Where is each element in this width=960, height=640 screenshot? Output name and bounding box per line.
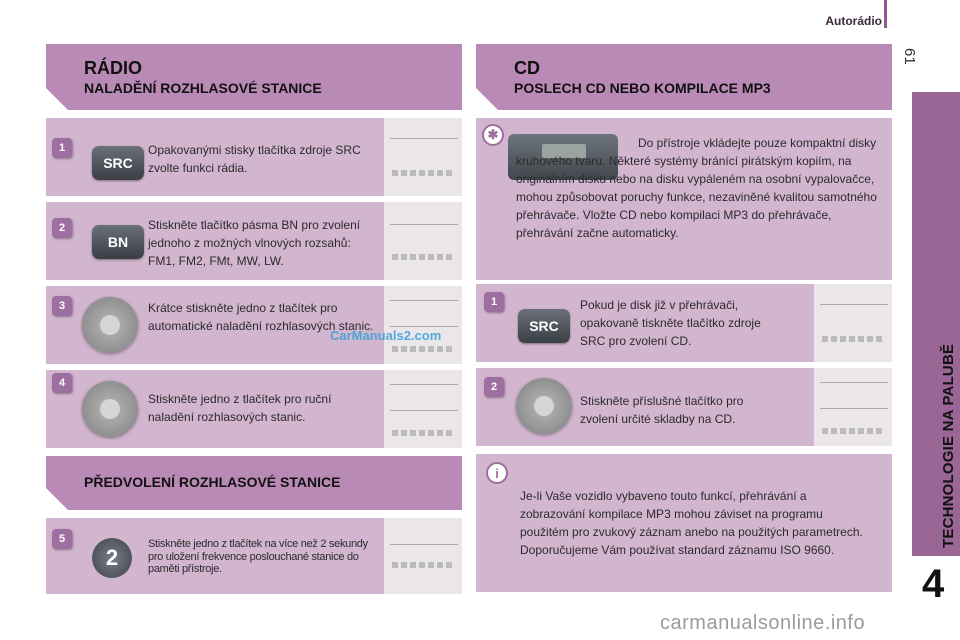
step-number-badge: 4: [52, 373, 72, 393]
cd-intro-text: Do přístroje vkládejte pouze kompaktní d…: [516, 136, 877, 240]
cd-header: CD POSLECH CD NEBO KOMPILACE MP3: [476, 44, 892, 110]
preset-step-5-text: Stiskněte jedno z tlačítek na více než 2…: [148, 538, 368, 575]
cd-illustration: [814, 368, 892, 446]
warning-sun-icon: ✱: [482, 124, 504, 146]
radio-step-4-text: Stiskněte jedno z tlačítek pro ruční nal…: [148, 392, 332, 424]
cd-info-box: [476, 454, 892, 592]
radio-illustration: [384, 286, 462, 364]
header-accent-bar: [884, 0, 887, 28]
step-number-badge: 1: [484, 292, 504, 312]
footer-watermark: carmanualsonline.info: [660, 612, 866, 634]
step-number-badge: 2: [52, 218, 72, 238]
cd-step-1-text: Pokud je disk již v přehrávači, opakovan…: [580, 298, 761, 348]
radio-header: RÁDIO NALADĚNÍ ROZHLASOVÉ STANICE: [46, 44, 462, 110]
radio-illustration: [384, 118, 462, 196]
preset-title: PŘEDVOLENÍ ROZHLASOVÉ STANICE: [84, 474, 341, 490]
navigation-pad-icon: [516, 378, 572, 434]
radio-illustration: [384, 202, 462, 280]
cd-subtitle: POSLECH CD NEBO KOMPILACE MP3: [514, 80, 771, 96]
chapter-tab: [912, 92, 960, 640]
inline-watermark: CarManuals2.com: [330, 328, 442, 343]
radio-step-1-text: Opakovanými stisky tlačítka zdroje SRC z…: [148, 143, 361, 175]
cd-player-illustration: [508, 134, 618, 180]
chapter-label: TECHNOLOGIE NA PALUBĚ: [940, 343, 957, 548]
radio-illustration: [384, 518, 462, 594]
step-number-badge: 2: [484, 377, 504, 397]
radio-subtitle: NALADĚNÍ ROZHLASOVÉ STANICE: [84, 80, 322, 96]
preset-button-2-icon: 2: [92, 538, 132, 578]
step-number-badge: 5: [52, 529, 72, 549]
radio-step-2-text: Stiskněte tlačítko pásma BN pro zvolení …: [148, 218, 361, 268]
chapter-number-box: [912, 556, 960, 640]
cd-title: CD: [514, 58, 540, 78]
page-number: 61: [901, 48, 918, 65]
header-title: Autorádio: [825, 14, 882, 28]
cd-illustration: [814, 284, 892, 362]
step-number-badge: 3: [52, 296, 72, 316]
chapter-number: 4: [922, 562, 945, 606]
cd-display: [542, 144, 586, 158]
radio-title: RÁDIO: [84, 58, 142, 78]
radio-step-3-text: Krátce stiskněte jedno z tlačítek pro au…: [148, 301, 374, 333]
radio-illustration: [384, 370, 462, 448]
src-button-icon: SRC: [518, 309, 570, 343]
preset-header: PŘEDVOLENÍ ROZHLASOVÉ STANICE: [46, 456, 462, 510]
navigation-pad-icon: [82, 297, 138, 353]
info-icon: i: [486, 462, 508, 484]
src-button-icon: SRC: [92, 146, 144, 180]
bn-button-icon: BN: [92, 225, 144, 259]
cd-info-text: Je-li Vaše vozidlo vybaveno touto funkcí…: [520, 489, 863, 557]
cd-step-2-text: Stiskněte příslušné tlačítko pro zvolení…: [580, 394, 744, 426]
seek-buttons-icon: [82, 381, 138, 437]
step-number-badge: 1: [52, 138, 72, 158]
